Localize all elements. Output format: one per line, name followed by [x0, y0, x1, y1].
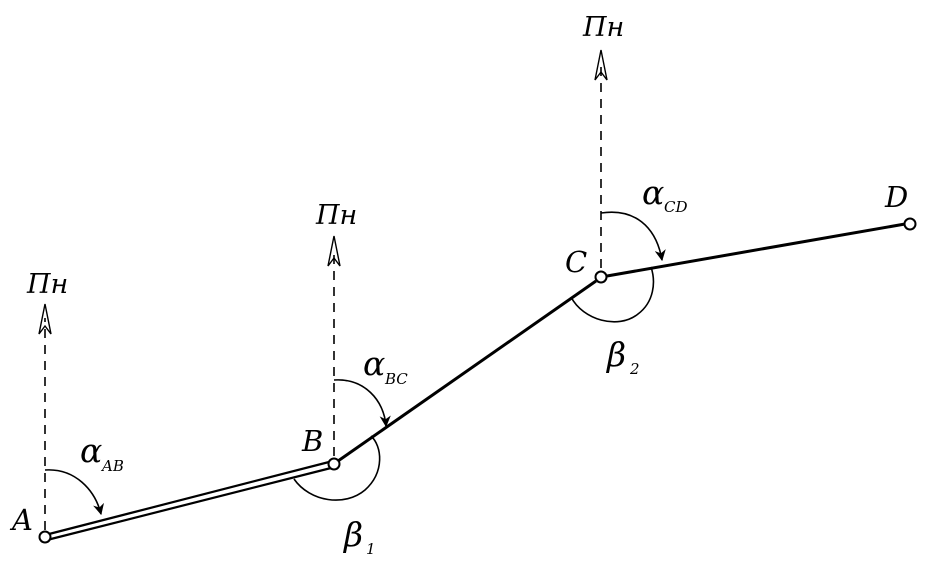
svg-text:α: α — [642, 173, 664, 212]
label-beta-1: β 1 — [342, 515, 376, 558]
north-label-a: Пн — [26, 269, 68, 300]
point-c-label: C — [565, 245, 587, 279]
north-arrow-c — [594, 49, 608, 81]
north-arrow-b — [327, 235, 341, 267]
north-label-c: Пн — [582, 12, 624, 43]
svg-text:α: α — [363, 344, 385, 383]
point-d-label: D — [884, 180, 908, 214]
svg-text:CD: CD — [664, 198, 688, 216]
arc-beta-2 — [570, 266, 655, 323]
svg-text:β: β — [342, 515, 363, 554]
svg-text:BC: BC — [384, 370, 408, 388]
north-arrow-a — [38, 303, 52, 335]
svg-text:AB: AB — [100, 457, 124, 475]
label-beta-2: β 2 — [605, 335, 640, 378]
arc-alpha-bc — [333, 379, 391, 428]
svg-text:2: 2 — [629, 360, 640, 378]
point-b-marker — [327, 457, 341, 471]
north-label-b: Пн — [315, 200, 357, 231]
point-b-label: B — [301, 424, 323, 458]
label-alpha-ab: α AB — [80, 431, 124, 475]
label-alpha-bc: α BC — [363, 344, 408, 388]
arc-beta-1 — [293, 435, 381, 501]
svg-text:α: α — [80, 431, 102, 470]
arc-alpha-cd — [600, 211, 666, 262]
line-cd — [606, 222, 906, 278]
line-bc — [337, 279, 597, 463]
svg-text:1: 1 — [366, 540, 376, 558]
arc-alpha-ab — [44, 469, 104, 516]
point-a-marker — [38, 530, 52, 544]
svg-text:β: β — [605, 335, 626, 374]
point-a-label: A — [9, 503, 33, 537]
line-ab — [46, 460, 332, 542]
point-c-marker — [594, 270, 608, 284]
label-alpha-cd: α CD — [642, 173, 688, 216]
point-d-marker — [903, 217, 917, 231]
